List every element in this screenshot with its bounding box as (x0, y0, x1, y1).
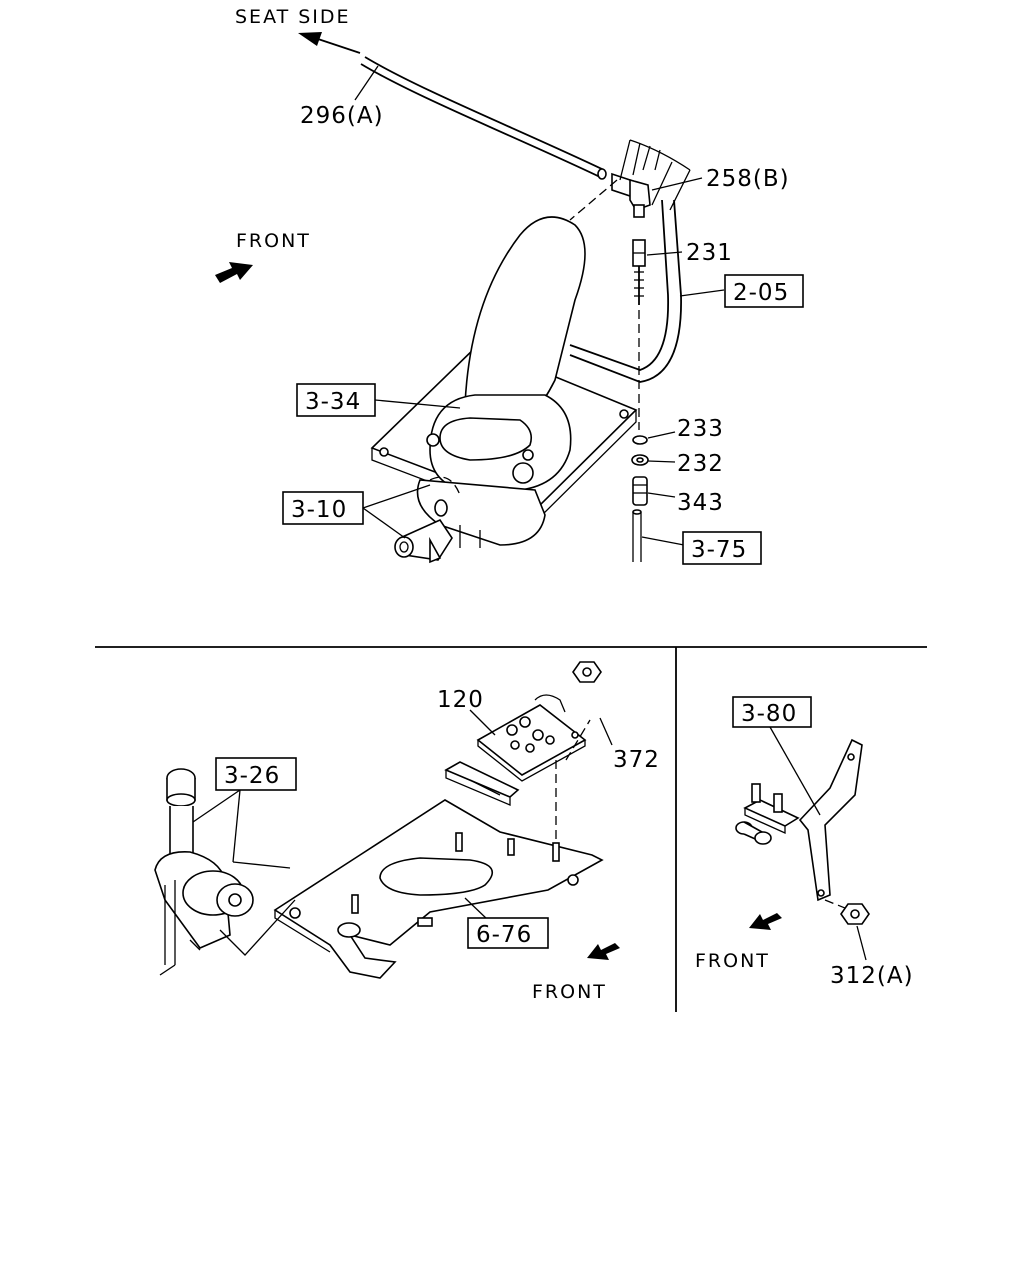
seat-side-label: SEAT SIDE (235, 6, 351, 28)
front-label-bottom-right: FRONT (695, 950, 770, 972)
leader-326b (232, 789, 241, 863)
label-343: 343 (677, 490, 724, 516)
connector-343 (632, 476, 648, 506)
leader-233 (647, 431, 676, 439)
elbow-fitting-258b (611, 172, 651, 218)
leader-120 (469, 709, 496, 736)
fitting-231 (632, 239, 646, 305)
ref-box-326 (215, 757, 297, 791)
ref-380: 3-80 (741, 701, 797, 727)
ring-233 (632, 435, 648, 445)
leader-310a (362, 484, 431, 509)
leader-343 (647, 492, 676, 498)
ref-334: 3-34 (305, 389, 361, 415)
leader-375 (641, 536, 685, 546)
label-296a: 296(A) (300, 103, 384, 129)
ref-310: 3-10 (291, 497, 347, 523)
leader-676 (464, 897, 489, 921)
cable-bundle (619, 139, 691, 211)
label-231: 231 (686, 240, 733, 266)
leader-380 (769, 726, 821, 816)
ref-box-375 (682, 531, 762, 565)
front-arrow-icon-top (215, 262, 253, 283)
module-120 (476, 694, 587, 782)
leader-205 (679, 289, 725, 297)
label-258b: 258(B) (706, 166, 790, 192)
ref-676: 6-76 (476, 922, 532, 948)
label-232: 232 (677, 451, 724, 477)
bottom-left-section: 6-76 120 372 (154, 661, 660, 1003)
edge-line (159, 964, 176, 976)
ref-205: 2-05 (733, 280, 789, 306)
studs (351, 832, 560, 914)
ref-box-310 (282, 491, 364, 525)
label-312a: 312(A) (830, 963, 914, 989)
ref-box-676 (467, 917, 549, 949)
leader-312a (856, 925, 867, 961)
front-label-bottom-left: FRONT (532, 981, 607, 1003)
label-120: 120 (437, 687, 484, 713)
tube-205 (569, 199, 682, 383)
nut-372 (572, 661, 602, 683)
leader-296a (354, 65, 379, 101)
bracket-380 (735, 738, 863, 902)
label-233: 233 (677, 416, 724, 442)
front-arrow-icon-bottom-left (587, 943, 620, 960)
nut-232 (631, 454, 649, 466)
seat-side-arrow-icon (298, 32, 361, 54)
ref-box-205 (724, 274, 804, 308)
front-arrow-icon-bottom-right (749, 913, 782, 930)
bottom-right-section: 3-80 312(A) FRONT (695, 696, 914, 989)
leader-310b (362, 507, 406, 539)
leader-334 (374, 399, 461, 409)
top-section: SEAT SIDE 296(A) FRONT 258(B) (215, 6, 804, 565)
pipe-375 (632, 509, 642, 562)
tube-296a (360, 56, 607, 180)
label-372: 372 (613, 747, 660, 773)
ref-375: 3-75 (691, 537, 747, 563)
ref-326: 3-26 (224, 763, 280, 789)
actuator-326 (154, 768, 296, 965)
ref-box-334 (296, 383, 376, 417)
leader-326c (232, 861, 291, 869)
ref-box-380 (732, 696, 812, 728)
axis-372b (565, 719, 591, 761)
leader-372 (599, 717, 613, 746)
nut-312a (840, 903, 870, 925)
assembly-axis-2 (569, 179, 618, 221)
shift-lever-assembly (370, 216, 638, 564)
front-label-top: FRONT (236, 230, 311, 252)
leader-232 (647, 460, 676, 463)
leader-326a (192, 789, 241, 823)
bracket-676 (273, 761, 604, 979)
